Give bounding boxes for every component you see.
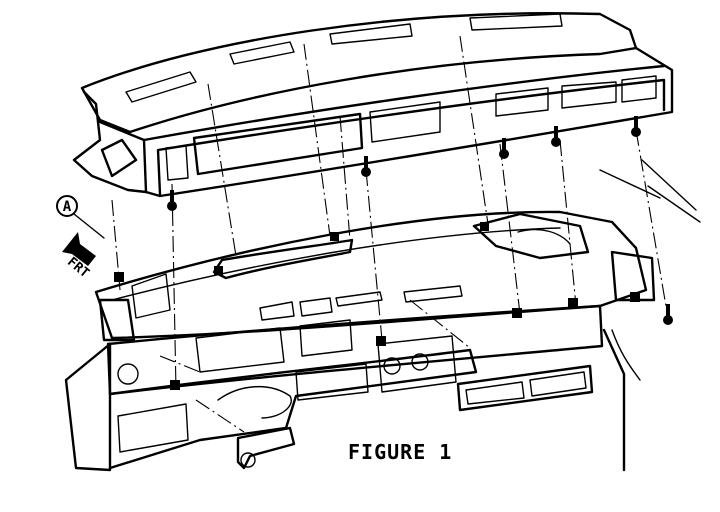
clip-icon [330,232,339,241]
lower-vent-panel [456,364,594,412]
callout-circle [56,195,78,217]
instrument-panel-pad [72,12,674,198]
switch-bezel [236,426,296,470]
instrument-panel-carrier [94,210,656,342]
clip-icon [170,380,180,390]
fasteners [114,116,673,390]
screw-icon [551,126,561,147]
alignment-lines [111,35,669,433]
clip-icon [480,222,489,231]
clip-icon [512,308,522,318]
screw-icon [663,304,673,325]
clip-icon [114,272,124,282]
screw-icon [499,138,509,159]
lower-dash-housing [64,304,604,472]
clip-icon [214,266,223,275]
clip-icon [376,336,386,346]
front-direction-indicator: A FRT [56,195,105,281]
screw-icon [361,156,371,177]
figure-caption: FIGURE 1 [348,440,453,464]
clip-icon [630,292,640,302]
screw-icon [631,116,641,137]
clip-icon [568,298,578,308]
callout-letter: A [63,199,72,215]
callout-leader [73,213,105,239]
loose-trim-pieces [236,364,594,470]
front-arrow-icon [62,232,96,266]
screw-icon [167,190,177,211]
door-frame-outline [599,159,701,472]
